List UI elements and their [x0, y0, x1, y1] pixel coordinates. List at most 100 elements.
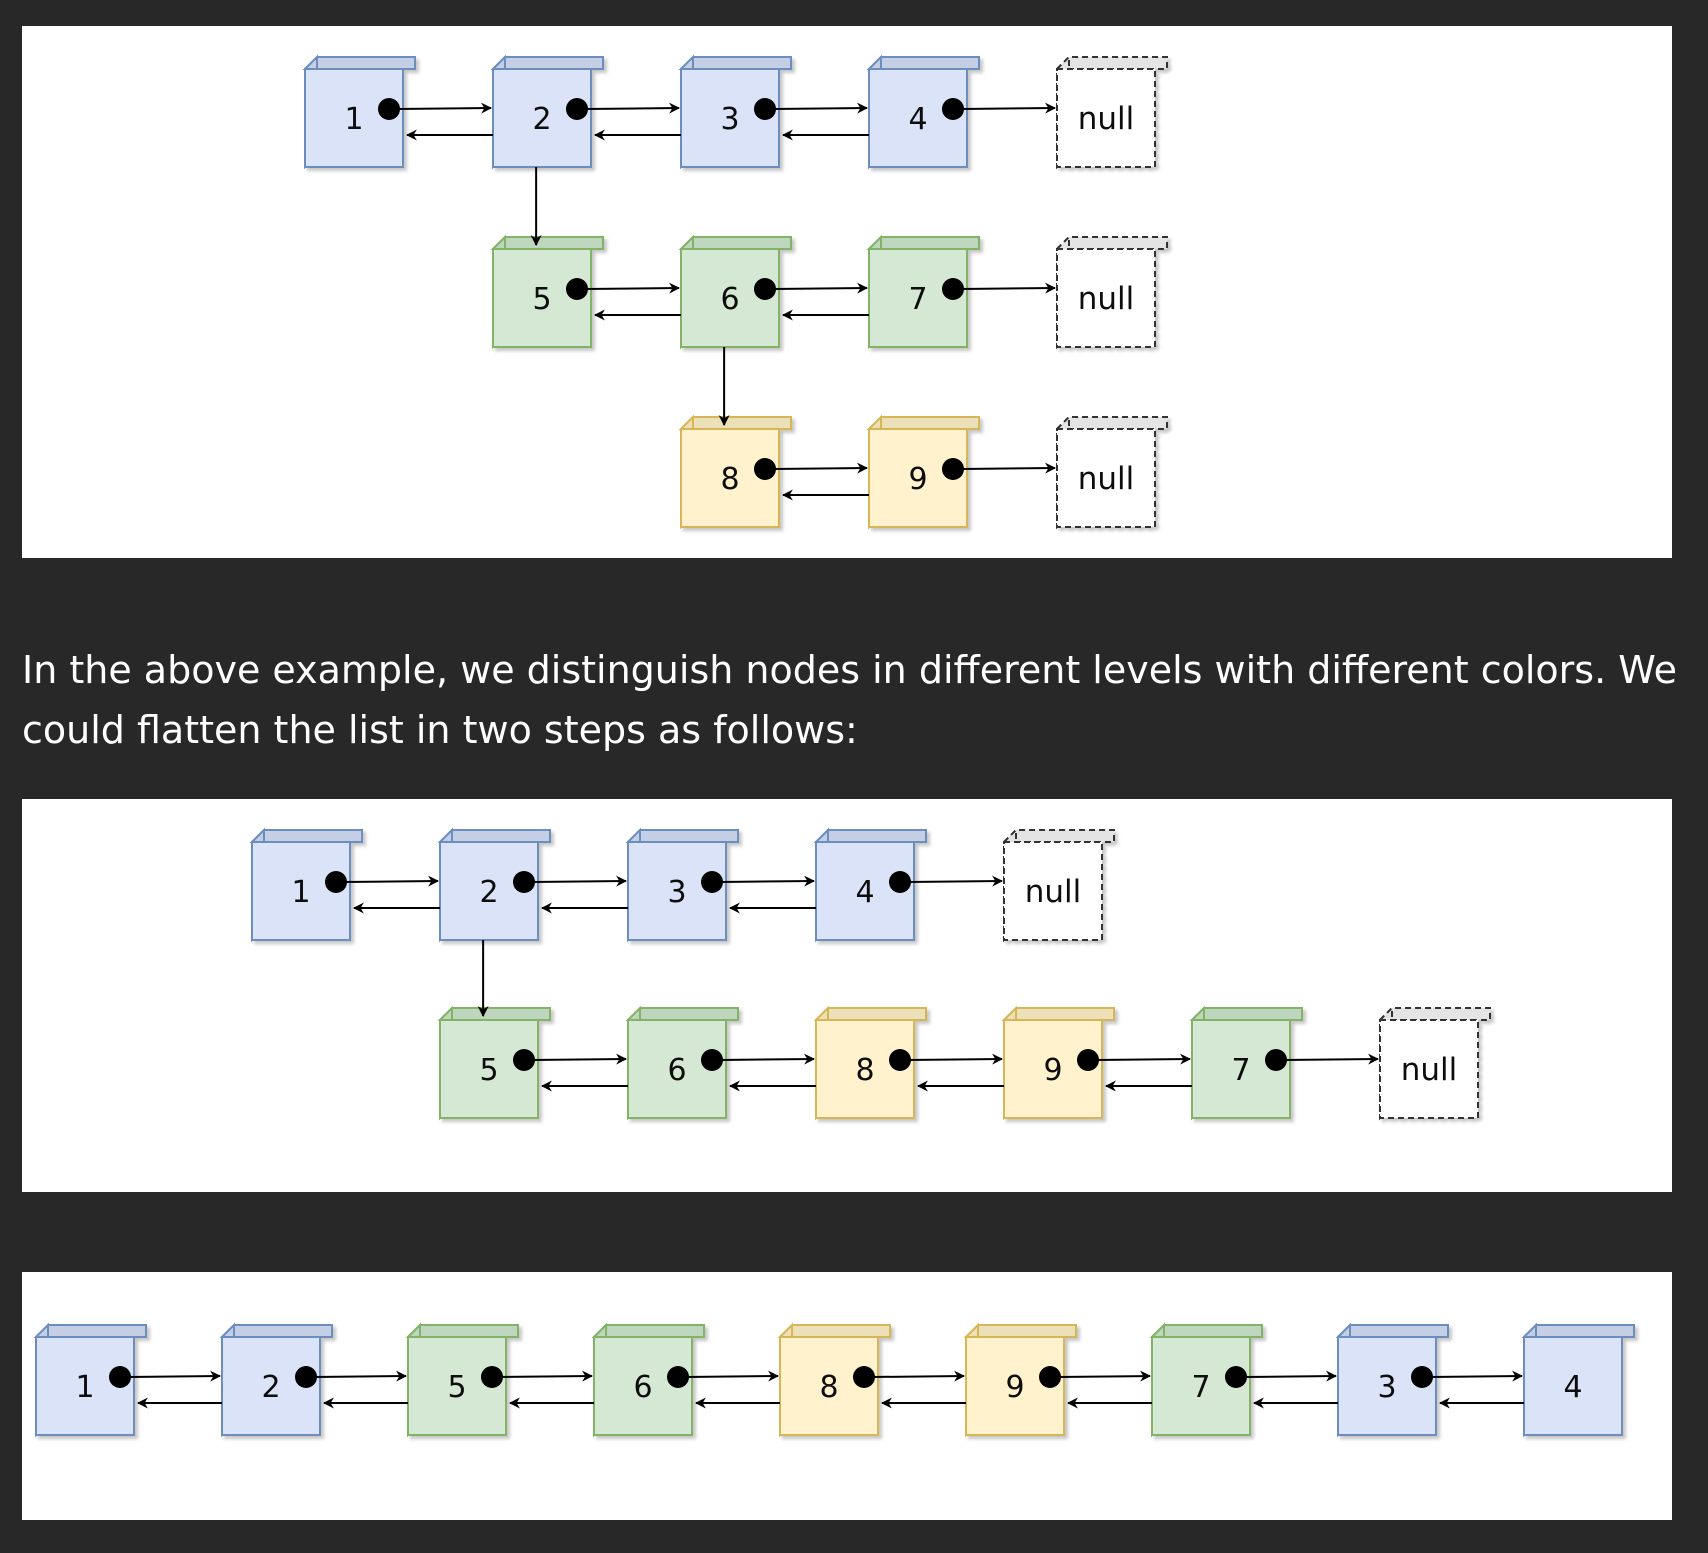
next-arrow	[1095, 1053, 1192, 1065]
node-value: 9	[908, 462, 927, 497]
next-pointer-dot	[1077, 1049, 1099, 1071]
null-label: null	[1401, 1052, 1458, 1088]
node-value: 7	[1231, 1053, 1250, 1088]
next-pointer-dot	[1265, 1049, 1287, 1071]
next-arrow	[1243, 1370, 1338, 1382]
node-value: 8	[819, 1370, 838, 1405]
next-pointer-dot	[1225, 1366, 1247, 1388]
next-arrow	[396, 102, 493, 114]
node-value: 4	[855, 875, 874, 910]
node-value: 4	[1563, 1370, 1582, 1405]
node-value: 9	[1043, 1053, 1062, 1088]
node-value: 5	[479, 1053, 498, 1088]
cube-top	[813, 829, 927, 843]
list-node: 6	[625, 1005, 739, 1121]
null-box: null	[1001, 827, 1115, 943]
node-value: 3	[1377, 1370, 1396, 1405]
next-pointer-dot	[754, 278, 776, 300]
next-pointer-dot	[889, 1049, 911, 1071]
list-node: 8	[678, 414, 792, 530]
cube-top	[1521, 1324, 1635, 1338]
cube-top	[1149, 1324, 1263, 1338]
list-node: 4	[866, 54, 980, 170]
cube-top	[302, 56, 416, 70]
cube-top	[437, 829, 551, 843]
next-pointer-dot	[701, 1049, 723, 1071]
list-node: 2	[437, 827, 551, 943]
next-arrow	[343, 875, 440, 887]
next-pointer-dot	[566, 98, 588, 120]
cube-front	[1056, 68, 1156, 168]
cube-top	[1001, 829, 1115, 843]
next-arrow	[719, 875, 816, 887]
next-arrow	[772, 102, 869, 114]
next-pointer-dot	[325, 871, 347, 893]
next-pointer-dot	[754, 98, 776, 120]
cube-top	[963, 1324, 1077, 1338]
next-arrow	[907, 1053, 1004, 1065]
list-node: 5	[490, 234, 604, 350]
node-value: 3	[667, 875, 686, 910]
node-value: 2	[532, 102, 551, 137]
node-value: 5	[532, 282, 551, 317]
next-pointer-dot	[889, 871, 911, 893]
null-box: null	[1054, 414, 1168, 530]
cube-front	[1056, 248, 1156, 348]
cube-front	[1523, 1336, 1623, 1436]
next-arrow	[685, 1370, 780, 1382]
next-arrow	[960, 462, 1057, 474]
cube-front	[1003, 841, 1103, 941]
next-arrow	[127, 1370, 222, 1382]
next-pointer-dot	[566, 278, 588, 300]
next-arrow	[960, 282, 1057, 294]
list-node: 7	[1149, 1322, 1263, 1438]
null-box: null	[1054, 234, 1168, 350]
cube-front	[1379, 1019, 1479, 1119]
next-pointer-dot	[942, 278, 964, 300]
cube-top	[678, 236, 792, 250]
node-value: 1	[291, 875, 310, 910]
list-node: 9	[963, 1322, 1077, 1438]
next-pointer-dot	[853, 1366, 875, 1388]
node-value: 3	[720, 102, 739, 137]
next-pointer-dot	[378, 98, 400, 120]
list-node: 4	[1521, 1322, 1635, 1438]
next-arrow	[960, 102, 1057, 114]
cube-top	[678, 56, 792, 70]
next-arrow	[1429, 1370, 1524, 1382]
cube-top	[1377, 1007, 1491, 1021]
explanation-paragraph: In the above example, we distinguish nod…	[22, 648, 1677, 752]
cube-top	[490, 236, 604, 250]
next-pointer-dot	[1411, 1366, 1433, 1388]
next-pointer-dot	[513, 871, 535, 893]
list-node: 2	[490, 54, 604, 170]
cube-top	[591, 1324, 705, 1338]
next-arrow	[772, 462, 869, 474]
next-arrow	[584, 102, 681, 114]
cube-top	[405, 1324, 519, 1338]
next-arrow	[719, 1053, 816, 1065]
next-pointer-dot	[754, 458, 776, 480]
node-value: 7	[1191, 1370, 1210, 1405]
cube-top	[777, 1324, 891, 1338]
node-value: 6	[633, 1370, 652, 1405]
next-pointer-dot	[942, 98, 964, 120]
cube-top	[1189, 1007, 1303, 1021]
null-label: null	[1078, 461, 1135, 497]
cube-top	[866, 56, 980, 70]
list-node: 7	[866, 234, 980, 350]
list-node: 9	[1001, 1005, 1115, 1121]
node-value: 9	[1005, 1370, 1024, 1405]
cube-top	[625, 829, 739, 843]
next-arrow	[531, 875, 628, 887]
next-arrow	[907, 875, 1004, 887]
null-box: null	[1377, 1005, 1491, 1121]
list-node: 6	[591, 1322, 705, 1438]
cube-top	[1054, 56, 1168, 70]
next-pointer-dot	[109, 1366, 131, 1388]
next-arrow	[871, 1370, 966, 1382]
next-arrow	[499, 1370, 594, 1382]
next-pointer-dot	[667, 1366, 689, 1388]
